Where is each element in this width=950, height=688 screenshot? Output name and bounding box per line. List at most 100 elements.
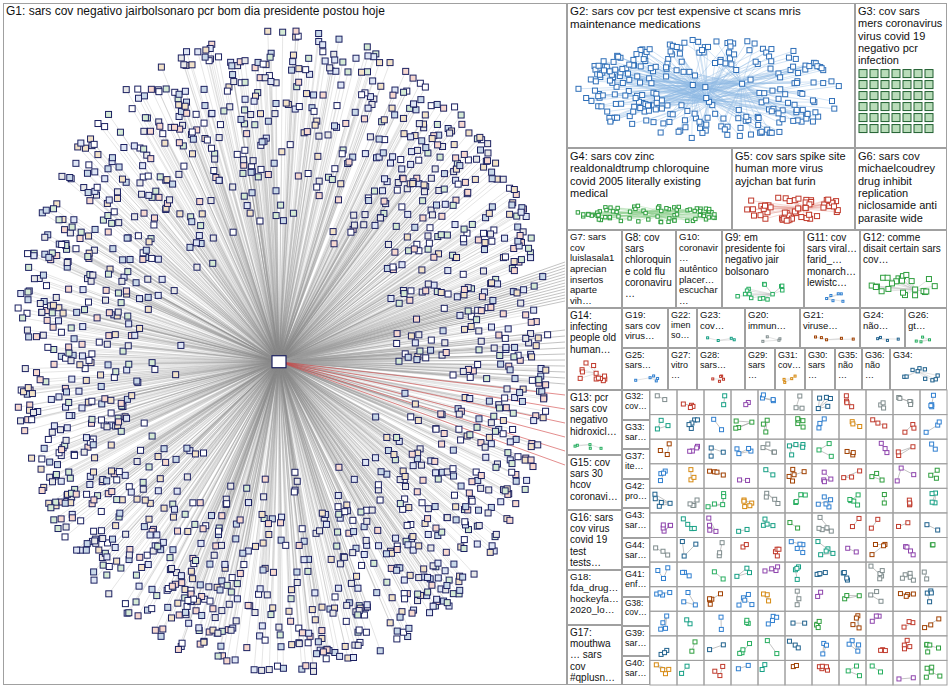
vertex <box>114 195 120 201</box>
vertex <box>135 233 141 239</box>
vertex <box>627 77 632 82</box>
vertex <box>228 627 234 633</box>
vertex <box>471 571 477 577</box>
vertex <box>452 222 458 228</box>
vertex <box>752 41 757 46</box>
vertex <box>811 80 816 85</box>
vertex <box>769 130 774 135</box>
vertex <box>531 307 537 313</box>
vertex <box>196 625 202 631</box>
vertex <box>197 582 203 588</box>
vertex <box>366 198 372 204</box>
vertex <box>511 187 517 193</box>
group-edges <box>578 206 715 222</box>
vertex <box>745 39 750 44</box>
vertex <box>734 68 739 73</box>
vertex <box>154 532 160 538</box>
vertex <box>692 73 697 78</box>
vertex <box>685 108 690 113</box>
vertex <box>146 516 152 522</box>
vertex <box>241 193 247 199</box>
vertex <box>522 486 528 492</box>
vertex <box>91 577 97 583</box>
vertex <box>736 116 741 121</box>
vertex <box>265 521 271 527</box>
vertex <box>674 44 679 49</box>
vertex <box>748 292 751 295</box>
vertex <box>601 68 606 73</box>
vertex <box>914 125 922 133</box>
vertex <box>778 87 783 92</box>
vertex <box>533 343 539 349</box>
vertex <box>125 343 131 349</box>
vertex <box>271 160 277 166</box>
vertex <box>136 583 142 589</box>
vertex <box>371 188 377 194</box>
vertex <box>114 497 120 503</box>
vertex <box>86 357 92 363</box>
vertex <box>77 236 83 242</box>
vertex <box>414 357 420 363</box>
vertex <box>437 154 443 160</box>
vertex <box>294 478 300 484</box>
vertex <box>51 346 57 352</box>
vertex <box>528 235 534 241</box>
vertex <box>355 612 361 618</box>
vertex <box>451 561 457 567</box>
vertex <box>493 160 499 166</box>
vertex <box>145 294 151 300</box>
vertex <box>681 69 686 74</box>
vertex <box>232 657 238 663</box>
vertex <box>66 413 72 419</box>
vertex <box>206 584 212 590</box>
vertex <box>337 653 343 659</box>
vertex <box>425 589 431 595</box>
vertex <box>362 151 368 157</box>
vertex <box>293 28 299 34</box>
vertex <box>259 511 265 517</box>
vertex <box>722 127 727 132</box>
vertex <box>290 210 296 216</box>
vertex <box>409 451 415 457</box>
vertex <box>195 49 201 55</box>
vertex <box>472 176 478 182</box>
vertex <box>421 189 427 195</box>
vertex <box>392 112 398 118</box>
vertex <box>296 542 302 548</box>
vertex <box>98 417 104 423</box>
vertex <box>123 87 129 93</box>
vertex <box>420 215 426 221</box>
vertex <box>420 198 426 204</box>
vertex <box>432 166 438 172</box>
vertex <box>529 377 535 383</box>
vertex <box>319 604 325 610</box>
vertex <box>593 79 598 84</box>
vertex <box>431 254 437 260</box>
vertex <box>201 638 207 644</box>
vertex <box>176 612 182 618</box>
vertex <box>259 623 265 629</box>
vertex <box>698 209 701 212</box>
vertex <box>319 628 325 634</box>
vertex <box>528 457 534 463</box>
vertex <box>161 446 167 452</box>
vertex <box>394 331 400 337</box>
vertex <box>713 111 718 116</box>
inter-group-edges <box>279 262 565 384</box>
vertex <box>115 290 121 296</box>
vertex <box>489 176 495 182</box>
vertex <box>881 81 889 89</box>
vertex <box>33 334 39 340</box>
vertex <box>393 223 399 229</box>
vertex <box>305 640 311 646</box>
vertex <box>461 226 467 232</box>
vertex <box>427 225 433 231</box>
vertex <box>145 562 151 568</box>
vertex <box>528 319 534 325</box>
vertex <box>103 287 109 293</box>
vertex <box>230 184 236 190</box>
vertex <box>892 81 900 89</box>
vertex <box>673 219 676 222</box>
vertex <box>370 78 376 84</box>
vertex <box>667 220 670 223</box>
